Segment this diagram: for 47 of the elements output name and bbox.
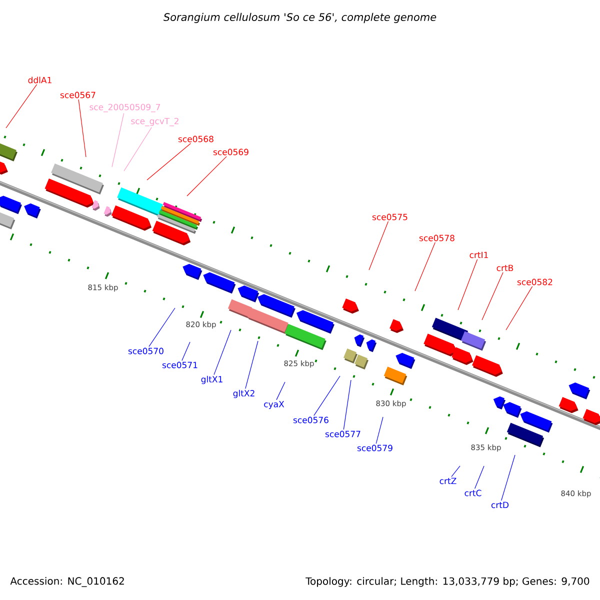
leader-line xyxy=(458,259,478,310)
gene-label: crtZ xyxy=(440,478,456,484)
footer-text: Topology: circular; Length: 13,033,779 bp; Genes: 9,700 xyxy=(306,577,590,587)
leader-line xyxy=(6,84,38,128)
leader-line xyxy=(186,156,227,196)
gene-label: cyaX xyxy=(264,401,284,409)
leader-line xyxy=(368,221,389,270)
leader-line xyxy=(146,143,192,180)
leader-line xyxy=(124,127,152,172)
leader-line xyxy=(78,99,86,158)
leader-line xyxy=(474,466,484,489)
leader-line xyxy=(343,380,352,430)
gene-label: sce_gcvT_2 xyxy=(131,118,178,126)
leader-line xyxy=(276,382,286,400)
gene-label: sce0576 xyxy=(293,416,328,424)
gene-label: sce0568 xyxy=(178,136,214,142)
footer-text: Accession: NC_010162 xyxy=(10,577,124,587)
gene-label: ddlA1 xyxy=(28,76,52,84)
leader-line xyxy=(182,342,190,361)
gene-label: gltX2 xyxy=(233,390,254,398)
gene-label: sce0577 xyxy=(325,430,360,438)
leader-line xyxy=(214,330,232,375)
leader-line xyxy=(112,113,124,168)
gene-label: sce0575 xyxy=(372,214,408,220)
gene-label: sce0571 xyxy=(162,362,198,368)
title: Sorangium cellulosum 'So ce 56', complete genome xyxy=(164,12,436,24)
gene-label: sce0567 xyxy=(60,92,96,98)
leader-line xyxy=(414,242,436,292)
leader-line xyxy=(376,416,384,444)
gene-label: sce0569 xyxy=(213,148,248,156)
gene-label: gltX1 xyxy=(201,376,222,384)
gene-label: crtD xyxy=(491,502,509,508)
leader-line xyxy=(482,272,504,320)
leader-line xyxy=(451,466,460,477)
leader-line xyxy=(506,286,533,330)
gene-label: sce0570 xyxy=(128,348,164,354)
gene-label: sce_20050509_7 xyxy=(90,104,160,112)
gene-label: sce0579 xyxy=(357,444,392,452)
leader-line xyxy=(501,454,516,501)
gene-label: crtB xyxy=(496,264,514,272)
gene-label: sce0578 xyxy=(419,234,454,242)
gene-label: sce0582 xyxy=(517,278,552,286)
leader-line xyxy=(245,340,258,389)
gene-label: crtI1 xyxy=(470,252,488,258)
gene-label: crtC xyxy=(464,490,482,496)
leader-line xyxy=(148,308,176,347)
leader-line xyxy=(314,376,340,416)
